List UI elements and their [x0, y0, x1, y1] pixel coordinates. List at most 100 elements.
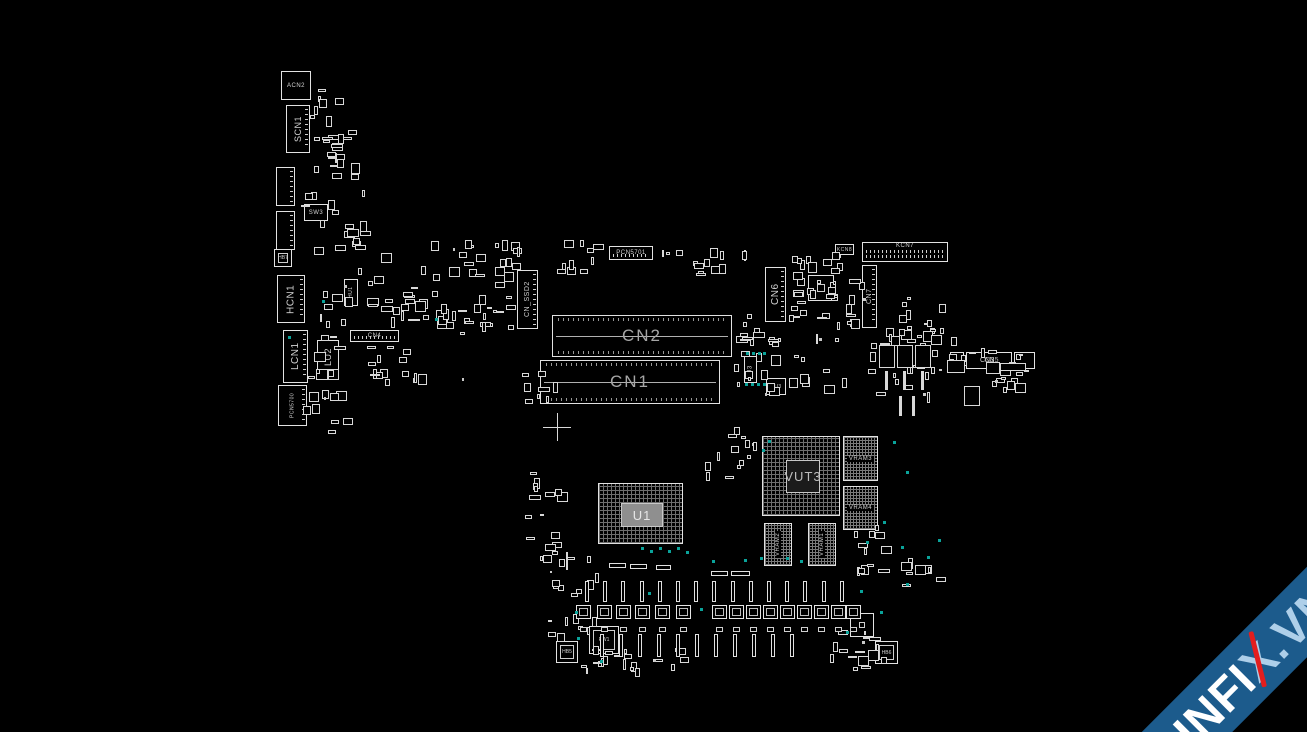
small-component — [483, 313, 486, 320]
pin1-marker — [746, 352, 749, 355]
small-component — [761, 370, 768, 380]
component-hb7: HB7 — [274, 249, 292, 267]
small-component — [614, 655, 619, 657]
small-component — [335, 153, 337, 163]
small-component — [897, 345, 913, 368]
small-component — [879, 345, 895, 368]
board-line — [899, 396, 902, 416]
mosfet-package — [763, 605, 778, 619]
small-component — [793, 272, 803, 280]
small-component — [988, 350, 997, 354]
small-component — [540, 514, 544, 516]
small-component — [368, 304, 378, 307]
small-component — [743, 322, 747, 327]
small-component — [418, 374, 427, 385]
small-component — [593, 662, 601, 664]
capacitor — [818, 627, 825, 632]
small-component — [694, 263, 704, 269]
small-component — [739, 460, 744, 466]
small-component — [545, 544, 556, 551]
pin1-marker — [577, 637, 580, 640]
component-label: ACN2 — [286, 82, 305, 89]
small-component — [569, 260, 574, 270]
component-label: VRAM4 — [846, 505, 875, 511]
small-component — [696, 273, 706, 276]
small-component — [328, 430, 336, 434]
small-component — [789, 378, 798, 388]
small-component — [855, 651, 865, 653]
pin1-marker — [686, 551, 689, 554]
small-component — [330, 393, 339, 401]
small-component — [676, 250, 683, 256]
small-component — [848, 656, 857, 658]
small-component — [377, 355, 381, 363]
component-label: CN1 — [609, 372, 650, 391]
small-component — [740, 339, 751, 341]
component-scn1: SCN1 — [286, 105, 310, 153]
small-component — [768, 339, 779, 342]
small-component — [791, 306, 798, 311]
small-component — [930, 329, 936, 332]
small-component — [1000, 363, 1026, 371]
small-component — [1001, 377, 1006, 380]
small-component — [1024, 370, 1029, 372]
small-component — [986, 362, 1000, 374]
small-component — [1016, 354, 1021, 360]
small-component — [826, 294, 835, 299]
pin1-marker — [745, 383, 748, 386]
small-component — [595, 573, 599, 583]
inductor-bar — [712, 581, 716, 602]
small-component — [534, 486, 538, 492]
small-component — [476, 254, 486, 262]
small-component — [301, 205, 310, 207]
small-component — [524, 383, 531, 392]
small-component — [940, 328, 944, 334]
small-component — [846, 314, 856, 317]
component-hcn1: HCN1 — [277, 275, 305, 323]
pin1-marker — [659, 547, 662, 550]
small-component — [864, 631, 866, 635]
small-component — [353, 238, 360, 245]
small-component — [789, 315, 794, 322]
small-component — [917, 335, 922, 338]
small-component — [717, 452, 720, 461]
small-component — [423, 315, 429, 320]
small-component — [878, 569, 890, 573]
inductor-bar — [638, 634, 642, 657]
small-component — [401, 311, 404, 321]
small-component — [393, 307, 400, 315]
pin1-marker — [288, 336, 291, 339]
small-component — [964, 386, 980, 406]
component-cn4: CN4 — [350, 330, 399, 342]
capacitor — [680, 627, 687, 632]
small-component — [326, 116, 332, 127]
component-label: VRAM1 — [819, 530, 825, 559]
pin1-marker — [751, 383, 754, 386]
small-component — [557, 633, 565, 642]
small-component — [433, 274, 440, 281]
small-component — [385, 299, 393, 303]
small-component — [797, 301, 806, 304]
capacitor — [733, 627, 740, 632]
component-label: VU3 — [767, 379, 785, 394]
small-component — [326, 321, 330, 328]
small-component — [446, 322, 454, 329]
small-component — [711, 266, 720, 274]
small-component — [345, 224, 354, 229]
small-component — [915, 565, 926, 575]
small-component — [537, 394, 540, 399]
component-label: HB7 — [278, 253, 288, 263]
mosfet-package — [746, 605, 761, 619]
small-component — [653, 659, 663, 662]
small-component — [367, 346, 376, 349]
inductor-bar — [585, 581, 589, 602]
small-component — [1016, 372, 1023, 376]
small-component — [905, 385, 913, 390]
small-component — [1007, 381, 1015, 390]
small-component — [320, 220, 325, 228]
mosfet-package — [635, 605, 650, 619]
small-component — [525, 515, 532, 519]
component-acn2: ACN2 — [281, 71, 311, 100]
pin1-marker — [846, 631, 849, 634]
small-component — [368, 281, 373, 286]
